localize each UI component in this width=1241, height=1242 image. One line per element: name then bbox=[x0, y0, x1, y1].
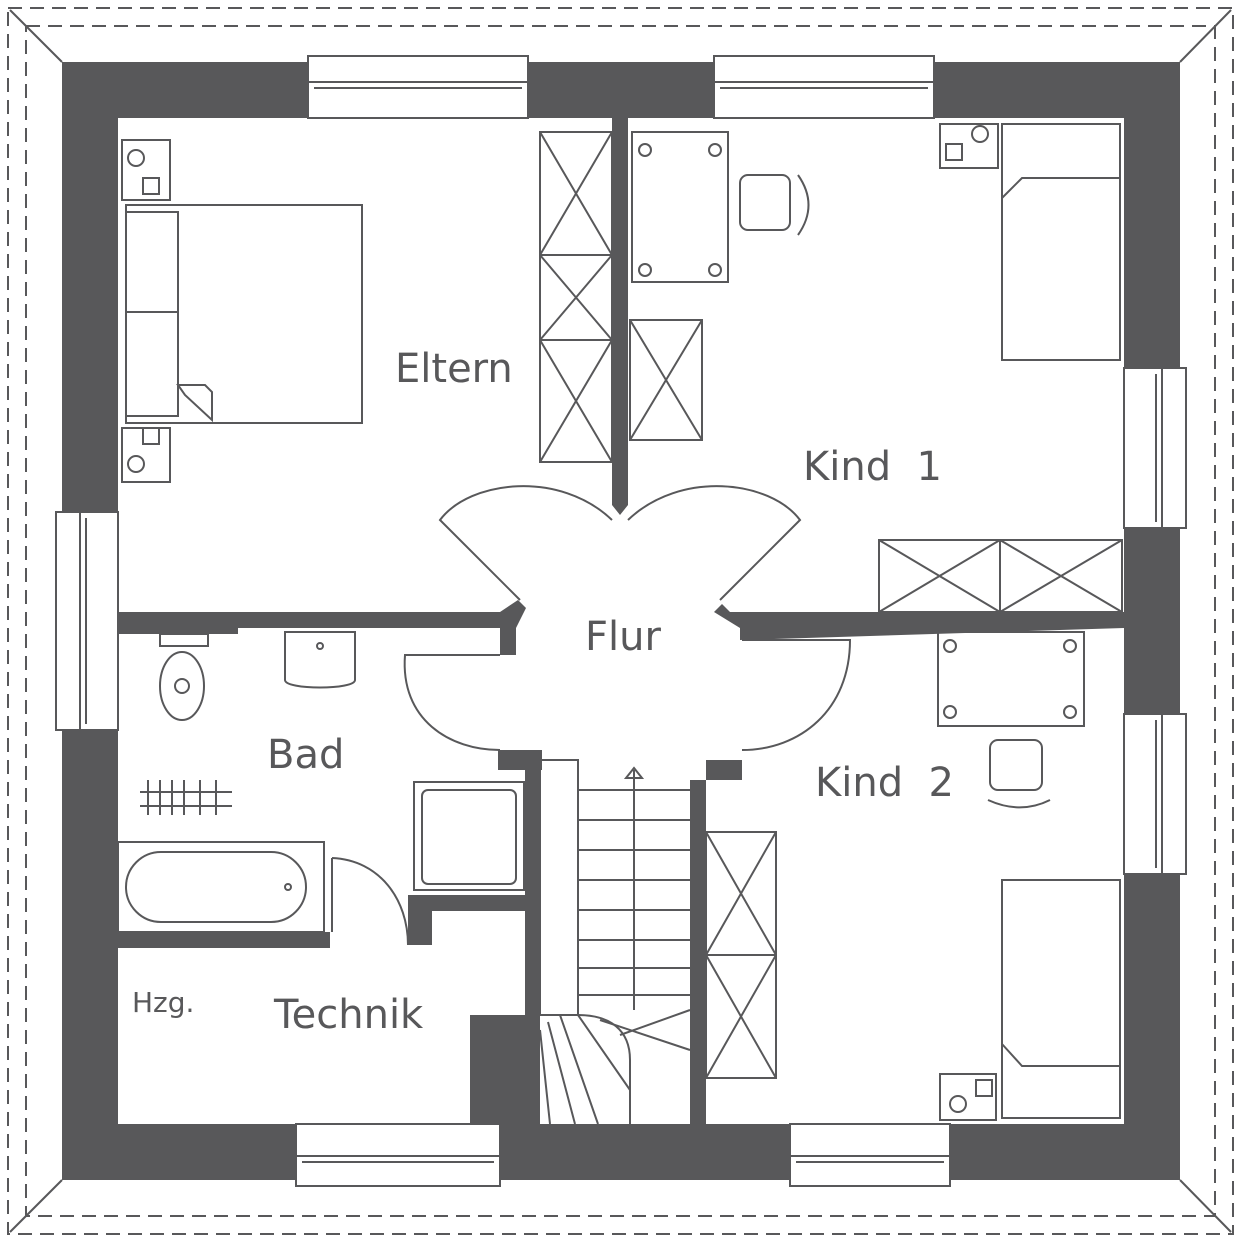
staircase[interactable] bbox=[539, 759, 691, 1125]
windows bbox=[55, 55, 1187, 1187]
room-label-kind2: Kind 2 bbox=[815, 760, 954, 806]
roof-outline bbox=[7, 7, 1234, 1235]
flur-doors bbox=[331, 485, 852, 946]
room-label-bad: Bad bbox=[267, 732, 344, 778]
kind2-furniture bbox=[705, 631, 1121, 1121]
double-bed bbox=[121, 139, 363, 483]
room-label-flur: Flur bbox=[585, 614, 661, 660]
heating-label: Hzg. bbox=[132, 986, 194, 1019]
room-label-kind1: Kind 1 bbox=[803, 444, 942, 490]
room-label-eltern: Eltern bbox=[395, 346, 513, 392]
kind1-furniture bbox=[629, 123, 1123, 613]
bathroom-fixtures bbox=[117, 631, 525, 933]
room-label-technik: Technik bbox=[273, 992, 424, 1038]
wardrobe-eltern bbox=[539, 131, 613, 463]
